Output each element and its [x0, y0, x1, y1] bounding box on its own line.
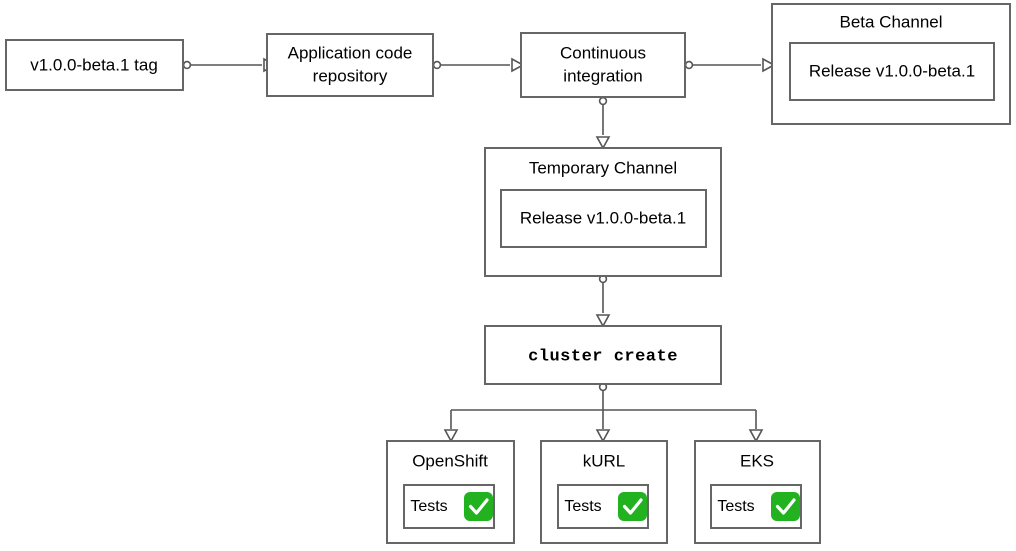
arrow-head-icon — [443, 429, 459, 443]
edge-temporary-channel-to-cluster-create — [595, 274, 611, 328]
check-mark-green-icon — [618, 492, 647, 521]
edge-source-dot — [598, 96, 608, 106]
node-eks[interactable]: EKS Tests — [694, 440, 821, 544]
node-kurl-title: kURL — [583, 451, 626, 470]
node-temporary-channel-release-label: Release v1.0.0-beta.1 — [520, 208, 686, 227]
node-beta-channel-release-label: Release v1.0.0-beta.1 — [809, 61, 975, 80]
node-application-code-repository-box — [266, 33, 434, 97]
arrow-head-icon — [511, 57, 525, 73]
node-version-tag-label: v1.0.0-beta.1 tag — [30, 55, 158, 74]
edge-source-dot — [182, 60, 192, 70]
node-kurl[interactable]: kURL Tests — [540, 440, 668, 544]
edge-repo-to-ci — [432, 57, 525, 73]
edge-source-dot — [432, 60, 442, 70]
node-continuous-integration-label-line1: Continuous — [560, 43, 646, 62]
node-openshift-tests-label: Tests — [410, 498, 447, 515]
node-temporary-channel-title: Temporary Channel — [529, 158, 677, 177]
arrow-head-icon — [595, 429, 611, 443]
node-openshift-title: OpenShift — [412, 451, 488, 470]
edge-cluster-create-branch — [450, 382, 757, 429]
edge-ci-to-beta-channel — [684, 57, 776, 73]
arrow-head-icon — [595, 314, 611, 328]
node-version-tag[interactable]: v1.0.0-beta.1 tag — [5, 39, 184, 91]
node-cluster-create[interactable]: cluster create — [484, 325, 722, 385]
node-cluster-create-box — [484, 325, 722, 385]
node-application-code-repository-label-line2: repository — [313, 66, 388, 85]
node-application-code-repository-label-line1: Application code — [288, 43, 413, 62]
arrow-head-icon — [595, 136, 611, 150]
node-beta-channel-release-box[interactable] — [789, 42, 995, 101]
node-temporary-channel[interactable]: Temporary Channel Release v1.0.0-beta.1 — [484, 147, 722, 277]
edge-source-dot — [684, 60, 694, 70]
edge-tag-to-repo — [182, 57, 277, 73]
node-openshift[interactable]: OpenShift Tests — [386, 440, 515, 544]
node-beta-channel[interactable]: Beta Channel Release v1.0.0-beta.1 — [771, 3, 1011, 125]
node-temporary-channel-release-box[interactable] — [500, 189, 707, 248]
node-cluster-create-label: cluster create — [528, 347, 678, 366]
node-beta-channel-title: Beta Channel — [839, 12, 942, 31]
arrow-head-icon — [748, 429, 764, 443]
edge-branch-to-openshift — [443, 429, 459, 443]
node-eks-tests-label: Tests — [717, 498, 754, 515]
node-eks-title: EKS — [740, 451, 774, 470]
node-continuous-integration[interactable]: Continuous integration — [520, 32, 686, 98]
edge-branch-to-eks — [748, 429, 764, 443]
node-version-tag-box — [5, 39, 184, 91]
edge-ci-to-temporary-channel — [595, 96, 611, 150]
node-kurl-tests-label: Tests — [564, 498, 601, 515]
arrow-head-icon — [762, 57, 776, 73]
edge-branch-to-kurl — [595, 429, 611, 443]
node-continuous-integration-box — [520, 32, 686, 98]
check-mark-green-icon — [771, 492, 800, 521]
node-continuous-integration-label-line2: integration — [563, 66, 642, 85]
node-application-code-repository[interactable]: Application code repository — [266, 33, 434, 97]
check-mark-green-icon — [464, 492, 493, 521]
